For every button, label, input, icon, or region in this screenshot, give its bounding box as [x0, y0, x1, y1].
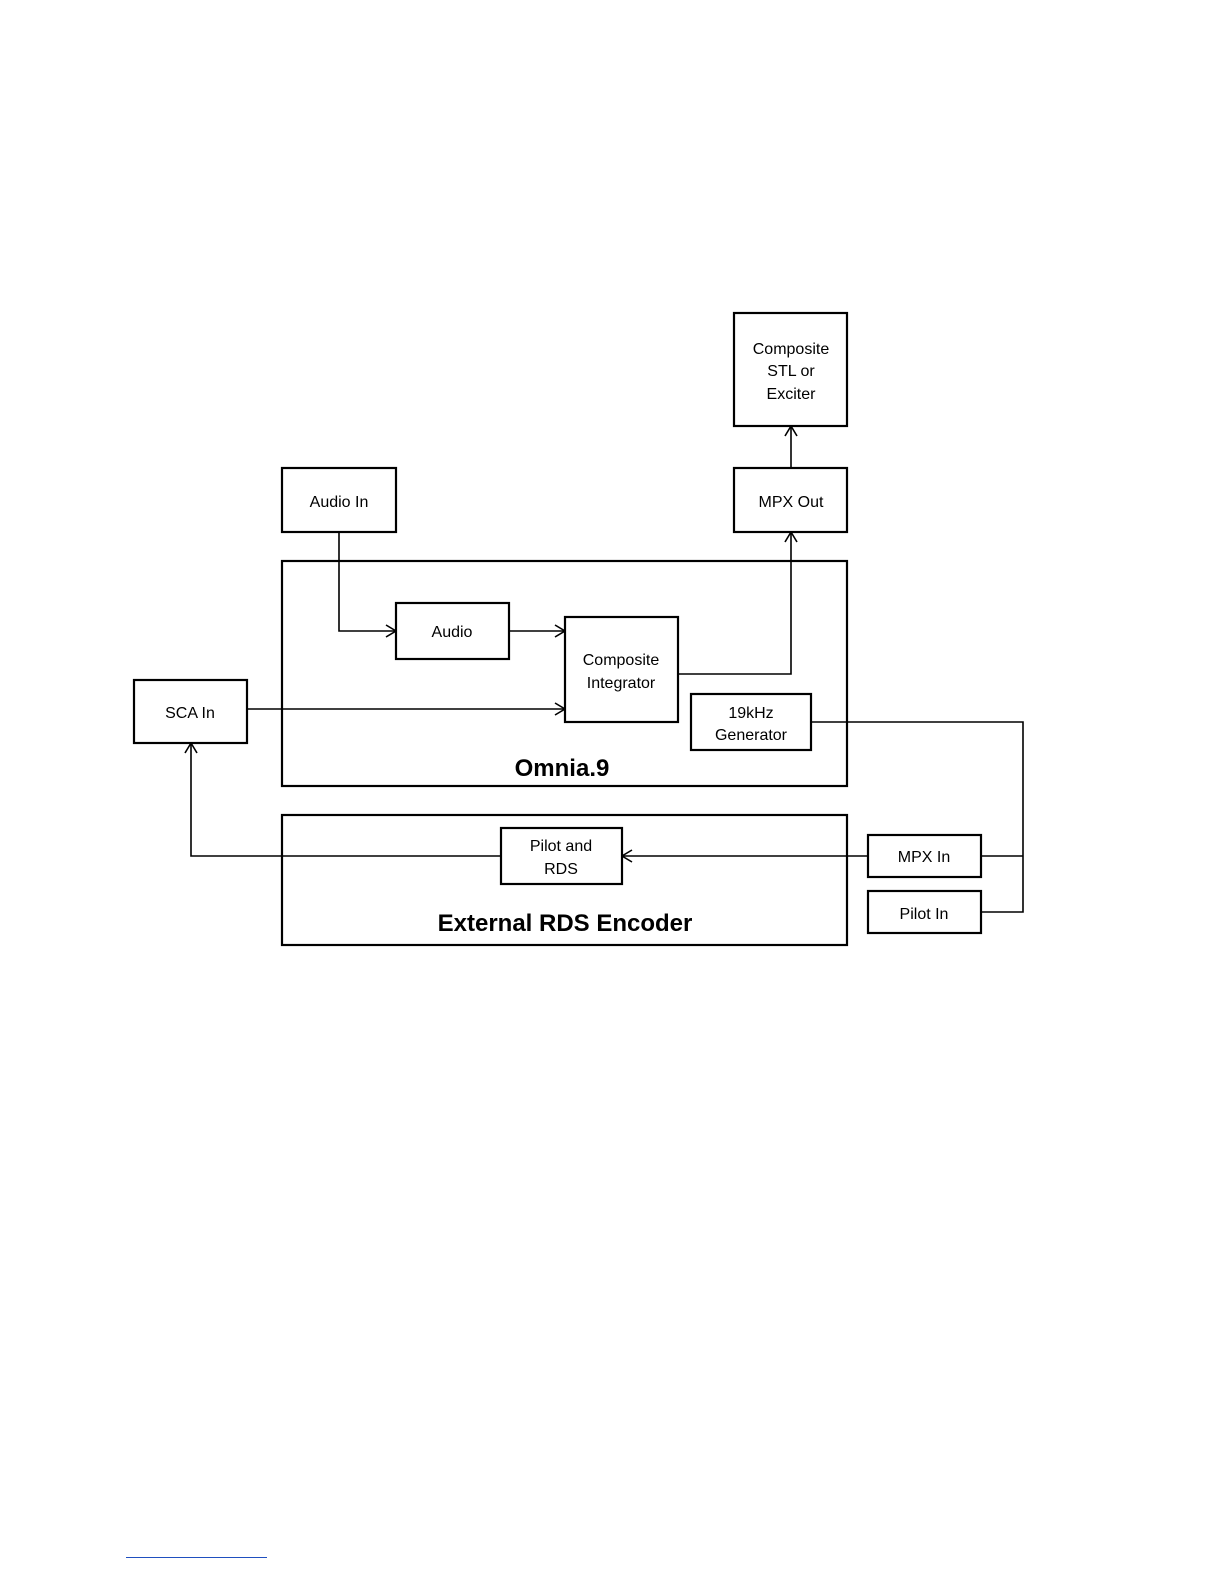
composite-stl-label-2: STL or	[767, 363, 815, 380]
mpx-out-label: MPX Out	[759, 494, 824, 511]
block-composite-stl-exciter: Composite STL or Exciter	[734, 313, 847, 426]
omnia-title: Omnia.9	[515, 755, 610, 782]
composite-integrator-label-1: Composite	[583, 652, 660, 669]
block-19khz-generator: 19kHz Generator	[691, 694, 811, 750]
generator-label-1: 19kHz	[728, 705, 773, 722]
pilot-in-label: Pilot In	[900, 906, 949, 923]
composite-stl-label-3: Exciter	[767, 386, 817, 403]
block-mpx-out: MPX Out	[734, 468, 847, 532]
block-mpx-in: MPX In	[868, 835, 981, 877]
pilot-rds-label-2: RDS	[544, 861, 578, 878]
rds-encoder-title: External RDS Encoder	[438, 910, 693, 937]
sca-in-label: SCA In	[165, 705, 215, 722]
generator-label-2: Generator	[715, 727, 788, 744]
audio-label: Audio	[432, 624, 473, 641]
block-composite-integrator: Composite Integrator	[565, 617, 678, 722]
audio-in-label: Audio In	[310, 494, 369, 511]
pilot-rds-label-1: Pilot and	[530, 838, 592, 855]
footnote-separator	[126, 1557, 267, 1558]
block-pilot-and-rds: Pilot and RDS	[501, 828, 622, 884]
composite-stl-label-1: Composite	[753, 341, 830, 358]
block-audio: Audio	[396, 603, 509, 659]
block-sca-in: SCA In	[134, 680, 247, 743]
mpx-in-label: MPX In	[898, 849, 950, 866]
composite-integrator-label-2: Integrator	[587, 675, 656, 692]
block-audio-in: Audio In	[282, 468, 396, 532]
block-pilot-in: Pilot In	[868, 891, 981, 933]
